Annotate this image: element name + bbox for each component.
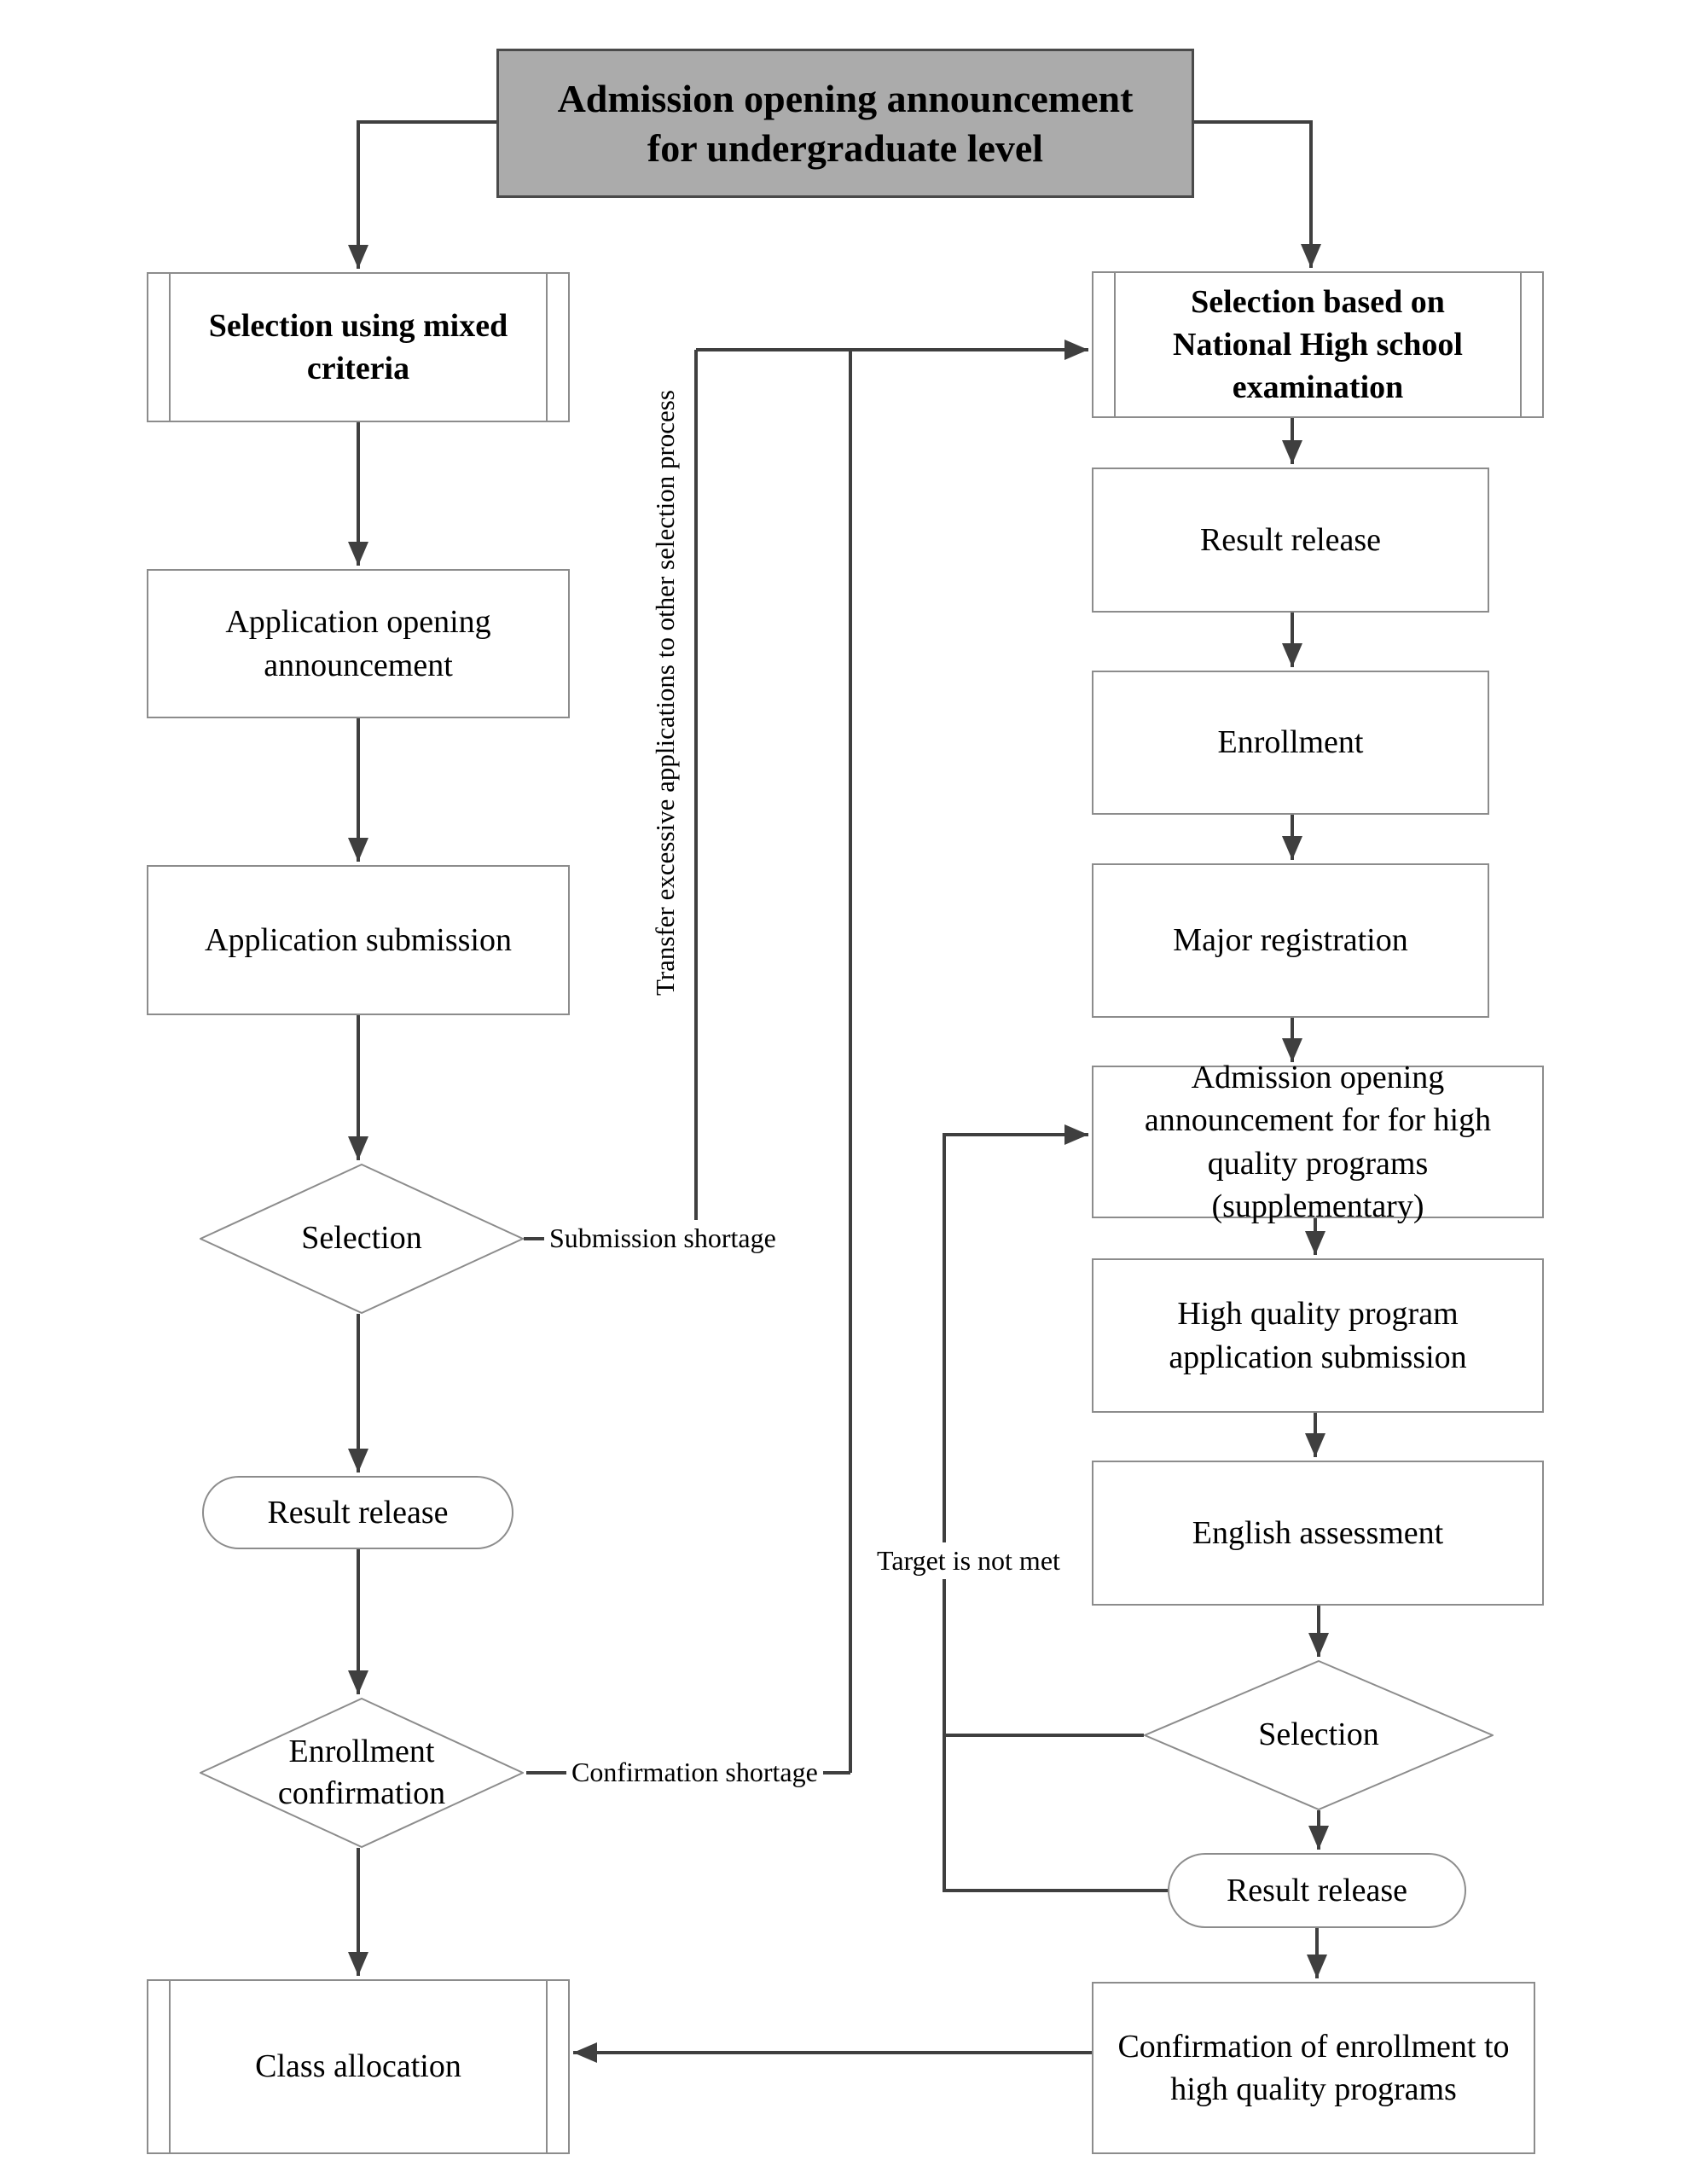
node-result-release-right: Result release: [1092, 468, 1489, 613]
double-line-right: [546, 274, 548, 421]
node-confirmation-enrollment-hq-label: Confirmation of enrollment to high quali…: [1117, 2028, 1510, 2107]
node-enrollment-label: Enrollment: [1217, 724, 1364, 761]
double-line-right: [1520, 273, 1522, 416]
edge-result2-loop-to-supplementary: [943, 1124, 1168, 1892]
edge-title-to-national: [1194, 120, 1321, 268]
node-hq-application-submission-label: High quality program application submiss…: [1169, 1296, 1467, 1375]
decision-selection-right-label: Selection: [1258, 1716, 1379, 1753]
node-english-assessment-label: English assessment: [1192, 1514, 1444, 1551]
node-major-registration: Major registration: [1092, 863, 1489, 1018]
node-national-exam-label: Selection based on National High school …: [1173, 283, 1463, 406]
label-confirmation-shortage: Confirmation shortage: [566, 1754, 823, 1792]
node-supplementary-announcement-label: Admission opening announcement for for h…: [1144, 1060, 1492, 1224]
label-target-not-met: Target is not met: [872, 1542, 1065, 1580]
title-box: Admission opening announcement for under…: [496, 49, 1194, 198]
node-mixed-criteria: Selection using mixed criteria: [147, 272, 570, 422]
double-line-right: [546, 1981, 548, 2152]
node-application-submission-label: Application submission: [205, 921, 512, 958]
node-english-assessment: English assessment: [1092, 1461, 1544, 1606]
node-result-release-right-label: Result release: [1199, 521, 1382, 558]
diamond-shape: [1144, 1660, 1494, 1810]
node-confirmation-enrollment-hq: Confirmation of enrollment to high quali…: [1092, 1982, 1535, 2154]
node-result-release-2-label: Result release: [1226, 1872, 1408, 1908]
double-line-left: [169, 1981, 171, 2152]
node-result-release-2: Result release: [1168, 1853, 1466, 1928]
decision-enrollment-confirmation-label: Enrollment confirmation: [277, 1733, 446, 1811]
node-major-registration-label: Major registration: [1173, 922, 1408, 959]
node-application-opening-label: Application opening announcement: [225, 604, 491, 683]
node-enrollment: Enrollment: [1092, 671, 1489, 815]
node-result-release-left: Result release: [202, 1476, 513, 1549]
double-line-left: [169, 274, 171, 421]
node-supplementary-announcement: Admission opening announcement for for h…: [1092, 1060, 1544, 1224]
decision-selection-left-label: Selection: [301, 1220, 422, 1257]
node-application-submission: Application submission: [147, 865, 570, 1015]
edge-title-to-mixed: [348, 120, 496, 269]
node-class-allocation-label: Class allocation: [255, 2048, 461, 2085]
decision-selection-right: Selection: [1144, 1660, 1494, 1810]
label-submission-shortage: Submission shortage: [544, 1220, 781, 1258]
double-line-left: [1114, 273, 1116, 416]
node-result-release-left-label: Result release: [267, 1494, 449, 1531]
node-application-opening: Application opening announcement: [147, 569, 570, 718]
decision-selection-left: Selection: [200, 1164, 524, 1314]
decision-enrollment-confirmation: Enrollment confirmation: [200, 1698, 524, 1848]
node-national-exam: Selection based on National High school …: [1092, 271, 1544, 418]
label-transfer-note: Transfer excessive applications to other…: [649, 390, 680, 996]
node-class-allocation: Class allocation: [147, 1979, 570, 2154]
node-mixed-criteria-label: Selection using mixed criteria: [208, 307, 508, 386]
title-label: Admission opening announcement for under…: [557, 77, 1134, 170]
diamond-shape: [200, 1164, 524, 1314]
node-hq-application-submission: High quality program application submiss…: [1092, 1258, 1544, 1413]
diamond-shape: [200, 1698, 524, 1848]
